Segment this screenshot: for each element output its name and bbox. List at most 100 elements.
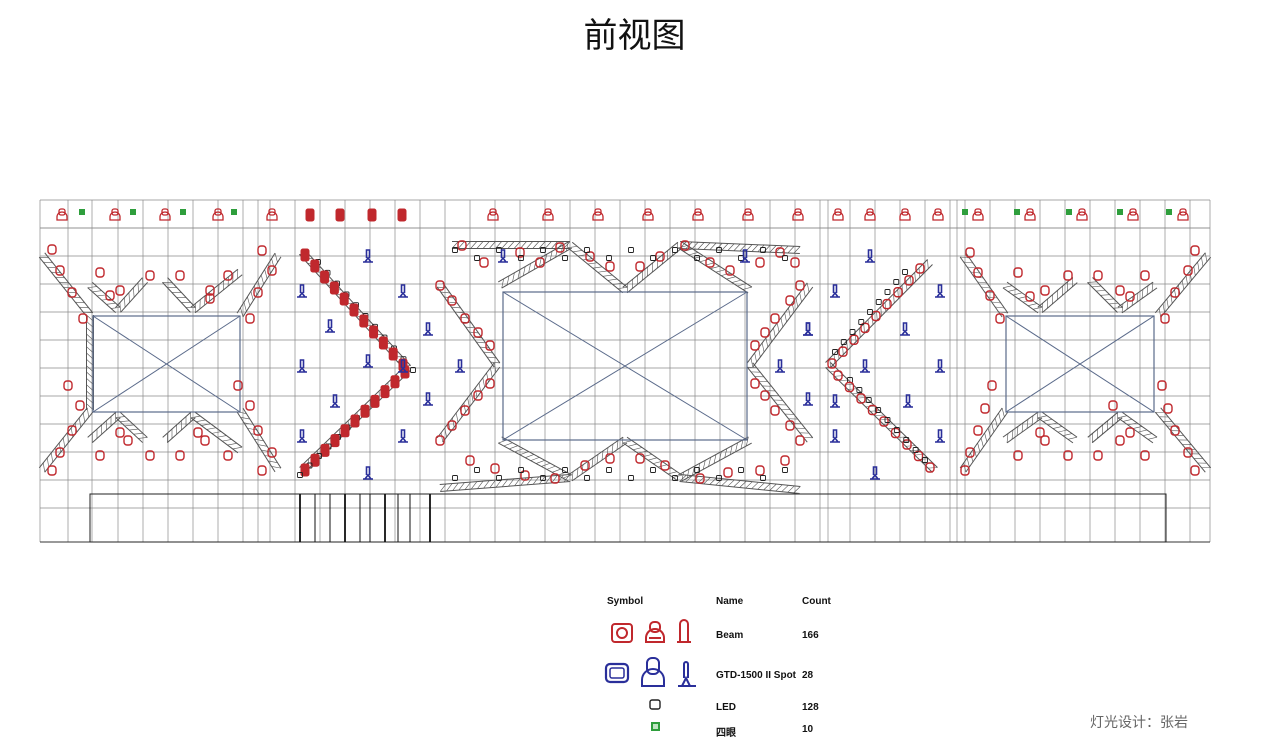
beam-fixture-mark [635,453,645,464]
beam-fixture-mark [1040,435,1050,446]
truss-chord [436,362,495,439]
spot-fixture-icon [604,657,696,687]
beam-fixture-mark [866,208,874,216]
beam-fixture-mark [1115,285,1125,296]
truss-chord [1154,252,1206,314]
beam-fixture-mark [447,295,457,306]
beam-fixture-mark [457,240,467,251]
beam-fixture-mark [1140,450,1150,461]
legend-table: Symbol Name Count Beam 166 GTD-1500 II S… [600,596,860,746]
beam-fixture-mark [330,434,340,448]
beam-fixture-mark [390,375,400,389]
beam-fixture-mark [465,455,475,466]
beam-fixture-mark [479,257,489,268]
beam-fixture-mark [755,257,765,268]
led-fixture-mark [540,247,546,253]
beam-fixture-mark [1190,465,1200,476]
beam-fixture-mark [987,380,997,391]
truss-lacing [571,437,624,481]
beam-fixture-mark [310,259,320,273]
beam-fixture-mark [1115,435,1125,446]
led-fixture-mark [875,407,882,413]
spot-fixture-mark [297,359,307,373]
screen-frame-diagonal [92,315,241,413]
truss-chord [626,247,683,294]
beam-fixture-mark [55,265,65,276]
beam-fixture-mark [1170,425,1180,436]
led-fixture-mark [540,475,546,481]
beam-fixture-mark [161,208,169,216]
beam-fixture-mark [890,427,901,439]
truss-chord [678,436,749,476]
four-eye-fixture-mark [1166,209,1172,215]
truss-lacing [440,362,497,443]
four-eye-icon [651,722,660,731]
beam-fixture-mark [901,208,909,216]
truss-lacing [167,412,191,443]
beam-fixture-mark [544,208,552,216]
screen-frame-diagonal [1005,315,1155,413]
truss-chord [1041,282,1078,314]
truss-structures [38,241,1212,494]
beam-fixture-mark [1013,450,1023,461]
truss-chord [1121,287,1158,314]
beam-fixture-mark [974,208,982,216]
led-fixture-mark [760,247,766,253]
beam-fixture-mark [995,313,1005,324]
truss-chord [622,442,679,482]
beam-fixture-mark [871,310,881,322]
beam-fixture-mark [694,208,702,216]
beam-fixture-mark [245,400,255,411]
beam-fixture-mark [253,287,263,298]
beam-fixture-mark [145,450,155,461]
beam-fixture-mark [487,211,499,221]
led-fixture-mark [694,255,700,261]
beam-fixture-mark [832,211,844,221]
beam-fixture-mark [305,208,315,222]
beam-fixture-mark [680,240,690,251]
truss-lacing [1006,412,1039,443]
beam-fixture-mark [934,208,942,216]
beam-fixture-mark [435,280,445,291]
led-fixture-mark [410,367,416,373]
truss-lacing [92,412,116,443]
beam-fixture-mark [257,465,267,476]
beam-fixture-mark [56,211,68,221]
spot-fixture-mark [325,319,335,333]
spot-fixture-mark [865,249,875,263]
beam-fixture-mark [965,247,975,258]
beam-fixture-mark [339,292,349,306]
beam-fixture-mark [435,435,445,446]
truss-chord [236,252,276,314]
beam-fixture-mark [123,435,133,446]
truss-chord [440,480,571,492]
beam-fixture-mark [47,244,57,255]
beam-fixture-mark [893,287,903,298]
beam-fixture-mark [965,447,975,458]
beam-fixture-mark [1140,270,1150,281]
beam-fixture-mark [320,270,330,284]
led-fixture-mark [893,279,900,285]
beam-fixture-mark [932,211,944,221]
truss-lacing [1002,285,1043,310]
beam-fixture-mark [223,270,233,281]
truss-lacing [679,474,801,494]
beam-fixture-mark [755,465,765,476]
led-fixture-mark [628,247,634,253]
beam-fixture-mark [827,358,837,369]
spot-fixture-mark [740,249,750,263]
beam-fixture-mark [1040,285,1050,296]
beam-fixture-mark [1076,211,1088,221]
beam-fixture-mark [115,285,125,296]
beam-fixture-mark [1190,245,1200,256]
truss-chord [1006,417,1043,444]
truss-lacing [1087,281,1123,309]
truss-chord [626,436,683,476]
led-fixture-mark [782,255,788,261]
truss-chord [567,247,624,294]
led-fixture-mark [672,247,678,253]
truss-chord [1117,417,1154,444]
beam-fixture-mark [794,208,802,216]
truss-chord [571,241,628,288]
beam-fixture-mark [849,334,859,345]
